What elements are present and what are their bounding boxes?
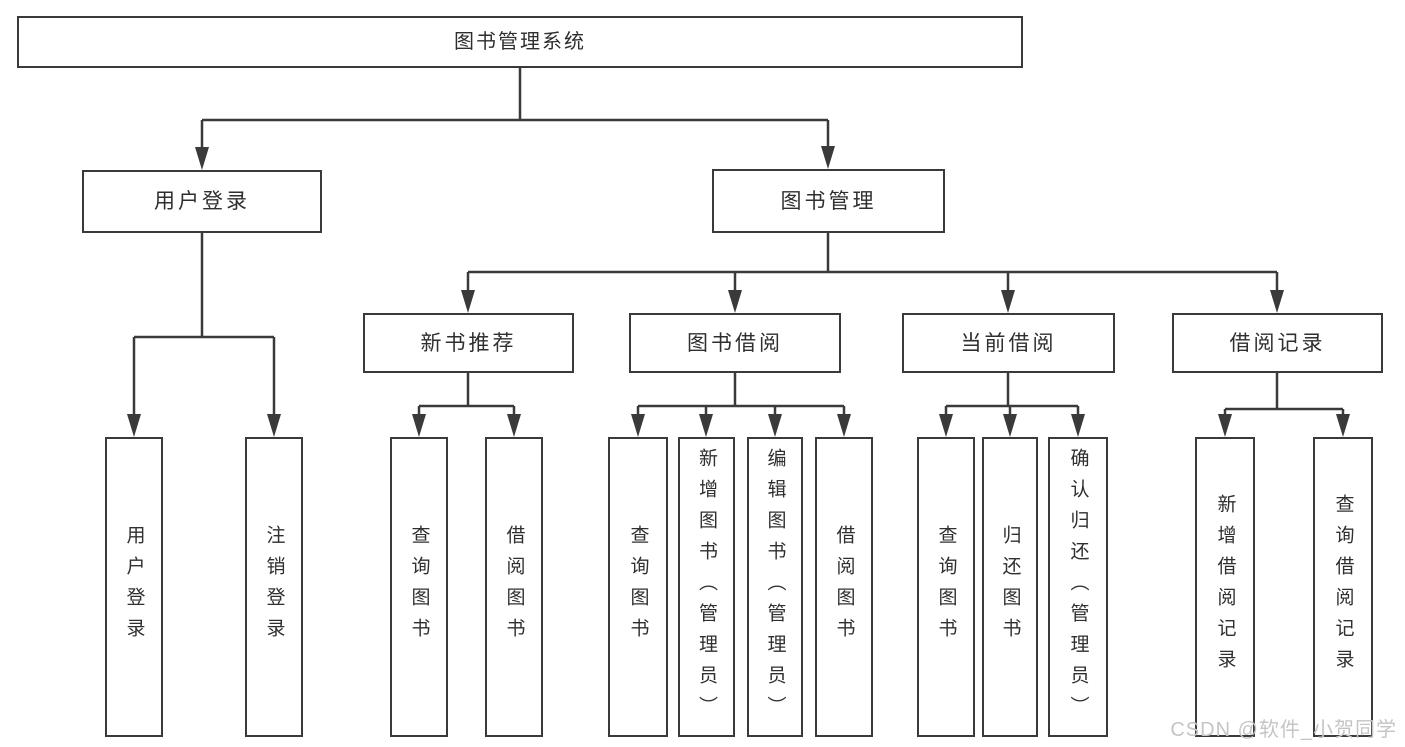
arrow-icon — [1001, 290, 1015, 313]
edge-login-to-leaves — [132, 233, 276, 417]
leaf-current-query-book: 查询图书 — [917, 437, 975, 737]
leaf-borrow-edit-book-admin: 编辑图书（管理员） — [747, 437, 803, 737]
leaf-current-confirm-return-admin: 确认归还（管理员） — [1048, 437, 1108, 737]
leaf-label: 注销登录 — [263, 525, 285, 649]
leaf-label: 借阅图书 — [503, 525, 525, 649]
arrow-icon — [412, 414, 426, 437]
leaf-label: 查询图书 — [408, 525, 430, 649]
arrow-icon — [1071, 414, 1085, 437]
arrow-icon — [1270, 290, 1284, 313]
leaf-records-query-record: 查询借阅记录 — [1313, 437, 1373, 737]
leaf-label: 查询借阅记录 — [1332, 494, 1354, 680]
node-current-borrow: 当前借阅 — [902, 313, 1115, 373]
node-user-login-label: 用户登录 — [154, 190, 250, 213]
node-new-book-recommend-label: 新书推荐 — [420, 331, 517, 355]
node-book-mgmt-label: 图书管理 — [780, 189, 877, 213]
node-borrow-records-label: 借阅记录 — [1229, 331, 1326, 355]
arrow-icon — [631, 414, 645, 437]
node-current-borrow-label: 当前借阅 — [960, 331, 1057, 355]
leaf-borrow-borrow-book: 借阅图书 — [815, 437, 873, 737]
node-root: 图书管理系统 — [17, 16, 1023, 68]
leaf-label: 借阅图书 — [833, 525, 855, 649]
csdn-watermark: CSDN @软件_小贺同学 — [1170, 719, 1397, 741]
edge-recommend-leaves — [417, 373, 516, 417]
leaf-label: 新增图书（管理员） — [696, 447, 717, 727]
arrow-icon — [195, 147, 209, 170]
arrow-icon — [699, 414, 713, 437]
node-root-label: 图书管理系统 — [454, 31, 586, 53]
leaf-login-logout: 注销登录 — [245, 437, 303, 737]
leaf-records-add-record: 新增借阅记录 — [1195, 437, 1255, 737]
leaf-label: 查询图书 — [935, 525, 957, 649]
leaf-label: 新增借阅记录 — [1214, 494, 1236, 680]
arrow-icon — [267, 414, 281, 437]
leaf-borrow-query-book: 查询图书 — [608, 437, 668, 737]
arrow-icon — [1336, 414, 1350, 437]
edge-current-leaves — [944, 373, 1080, 417]
arrow-icon — [507, 414, 521, 437]
arrow-icon — [728, 290, 742, 313]
node-book-borrow: 图书借阅 — [629, 313, 841, 373]
leaf-label: 确认归还（管理员） — [1067, 447, 1089, 727]
leaf-borrow-add-book-admin: 新增图书（管理员） — [678, 437, 735, 737]
leaf-label: 用户登录 — [123, 525, 145, 649]
node-user-login: 用户登录 — [82, 170, 322, 233]
leaf-login-user-login: 用户登录 — [105, 437, 163, 737]
node-book-borrow-label: 图书借阅 — [687, 331, 783, 355]
node-new-book-recommend: 新书推荐 — [363, 313, 574, 373]
arrow-icon — [127, 414, 141, 437]
node-borrow-records: 借阅记录 — [1172, 313, 1383, 373]
arrow-icon — [1218, 414, 1232, 437]
leaf-recommend-query-book: 查询图书 — [390, 437, 448, 737]
arrow-icon — [1003, 414, 1017, 437]
leaf-recommend-borrow-book: 借阅图书 — [485, 437, 543, 737]
arrow-icon — [821, 146, 835, 169]
leaf-label: 查询图书 — [627, 525, 649, 649]
edge-borrow-leaves — [636, 373, 846, 417]
leaf-current-return-book: 归还图书 — [982, 437, 1038, 737]
edge-root-to-l2 — [200, 68, 830, 150]
leaf-label: 编辑图书（管理员） — [764, 447, 786, 727]
arrow-icon — [837, 414, 851, 437]
arrow-icon — [768, 414, 782, 437]
edge-records-leaves — [1223, 373, 1345, 417]
node-book-mgmt: 图书管理 — [712, 169, 945, 233]
edge-mgmt-to-l3 — [466, 233, 1279, 293]
arrow-icon — [939, 414, 953, 437]
arrow-icon — [461, 290, 475, 313]
leaf-label: 归还图书 — [999, 525, 1021, 649]
